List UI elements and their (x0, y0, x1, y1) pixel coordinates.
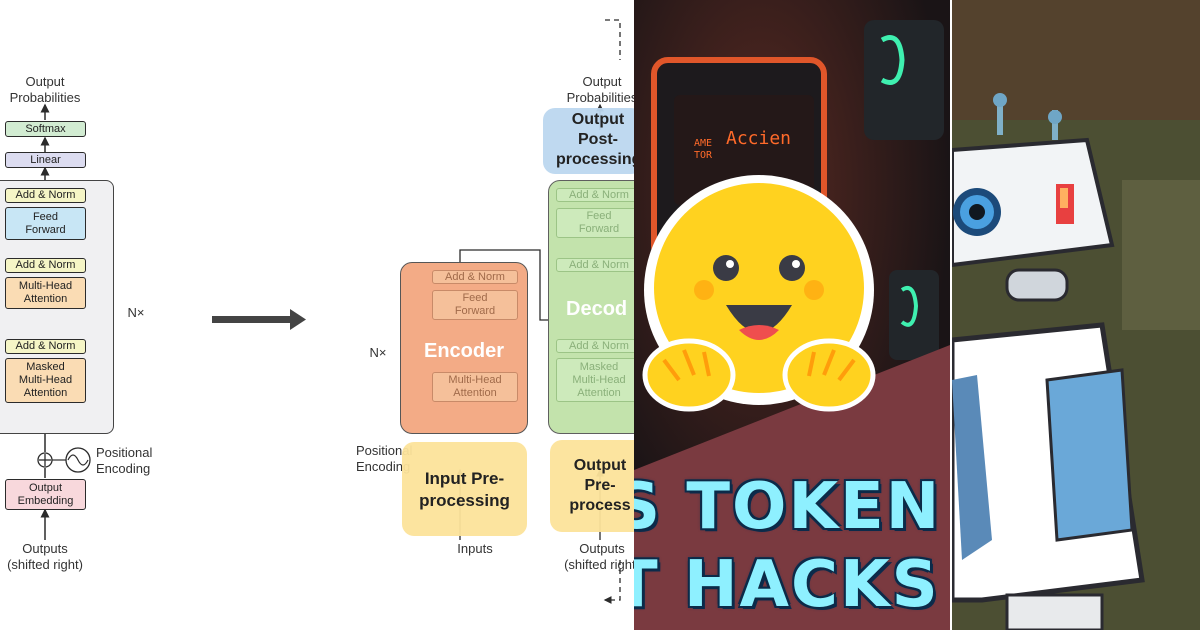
arrow-right-icon (212, 309, 306, 330)
output-postprocessing-overlay (543, 108, 634, 174)
right-nx-label: N× (369, 345, 387, 360)
output-postprocessing-label: Output Post- processing (556, 111, 634, 168)
transformer-diagram-panel: Output Probabilities Softmax Linear Add … (0, 19, 634, 604)
positional-encoding-label: Positional Encoding (96, 445, 153, 476)
masked-attention-block: Masked Multi-Head Attention (5, 358, 86, 403)
nx-label: N× (127, 305, 145, 320)
output-preprocessing-label: Output Pre- process (569, 457, 631, 514)
encoder-add-norm-block: Add & Norm (432, 270, 518, 284)
decoder-label: Decod (566, 298, 628, 320)
headline-line-1: S TOKEN (634, 470, 942, 544)
headline-line-2: T HACKS (634, 548, 940, 622)
add-norm-block-3: Add & Norm (5, 188, 86, 203)
right-positional-encoding-label: Positional Encoding (356, 443, 413, 474)
token-hacks-thumbnail: Accien AME TOR S TOKEN T HACKS (634, 0, 950, 630)
screen-text-small: AME TOR (694, 138, 713, 161)
decoder-add-norm-3: Add & Norm (556, 188, 634, 202)
decoder-masked-attention: Masked Multi-Head Attention (556, 358, 634, 402)
hugging-face-emoji-icon (642, 175, 876, 412)
decoder-feed-forward: Feed Forward (556, 208, 634, 238)
robot-painting-panel (952, 0, 1200, 630)
decoder-add-norm-1: Add & Norm (556, 339, 634, 353)
softmax-block: Softmax (5, 121, 86, 137)
input-preprocessing-overlay (402, 442, 527, 536)
outputs-shifted-label: Outputs (shifted right) (7, 541, 83, 572)
add-norm-block-1: Add & Norm (5, 339, 86, 354)
inputs-label: Inputs (457, 541, 493, 556)
add-norm-block-2: Add & Norm (5, 258, 86, 273)
encoder-label: Encoder (423, 340, 505, 362)
input-preprocessing-label: Input Pre- processing (419, 469, 510, 510)
linear-block: Linear (5, 152, 86, 168)
output-preprocessing-overlay (550, 440, 634, 532)
output-embedding-block: Output Embedding (5, 479, 86, 510)
panel-divider (950, 0, 952, 630)
multi-head-attention-block: Multi-Head Attention (5, 277, 86, 309)
feed-forward-block: Feed Forward (5, 207, 86, 240)
encoder-attention-block: Multi-Head Attention (432, 372, 518, 402)
right-output-probabilities-label: Output Probabilities (566, 74, 634, 105)
decoder-add-norm-2: Add & Norm (556, 258, 634, 272)
screen-text-main: Accien (726, 128, 792, 149)
robot-icon (952, 0, 1200, 630)
right-outputs-shifted-label: Outputs (shifted right) (564, 541, 634, 572)
output-probabilities-label: Output Probabilities (9, 74, 81, 105)
encoder-feed-forward-block: Feed Forward (432, 290, 518, 320)
